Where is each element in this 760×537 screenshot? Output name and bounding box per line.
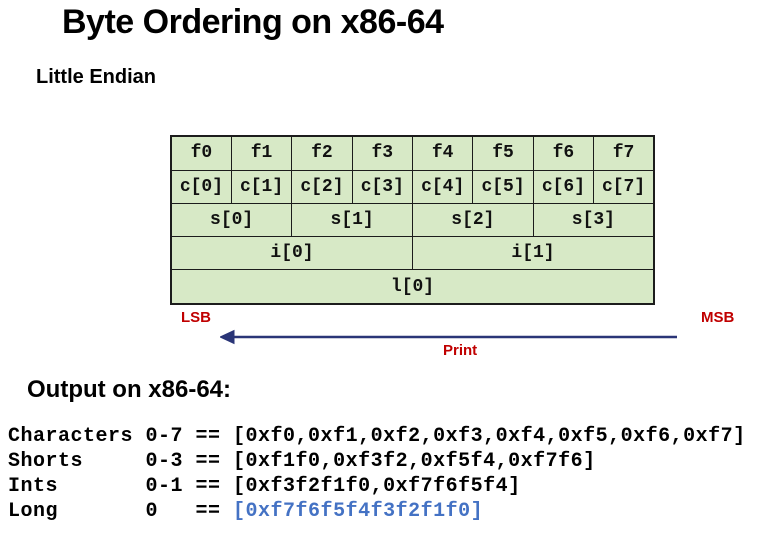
output-line-long: Long 0 == [0xf7f6f5f4f3f2f1f0] — [8, 499, 746, 524]
output-line-value: [0xf3f2f1f0,0xf7f6f5f4] — [233, 475, 521, 498]
memory-row-chars: c[0]c[1]c[2]c[3]c[4]c[5]c[6]c[7] — [170, 169, 655, 204]
output-line-label: Long 0 == — [8, 500, 234, 523]
memory-row-shorts: s[0]s[1]s[2]s[3] — [170, 202, 655, 238]
memory-cell-f2: f2 — [291, 135, 353, 171]
memory-cell-s2: s[2] — [412, 202, 534, 238]
memory-cell-f6: f6 — [532, 135, 595, 171]
page-title: Byte Ordering on x86-64 — [62, 3, 444, 41]
memory-cell-f4: f4 — [411, 135, 474, 171]
memory-cell-s3: s[3] — [532, 202, 655, 238]
memory-cell-c1: c[1] — [230, 169, 293, 204]
output-line-value: [0xf7f6f5f4f3f2f1f0] — [233, 500, 484, 523]
memory-cell-c5: c[5] — [472, 169, 534, 204]
memory-cell-f7: f7 — [593, 135, 655, 171]
memory-cell-c4: c[4] — [411, 169, 474, 204]
memory-row-long: l[0] — [170, 269, 655, 305]
output-line-characters: Characters 0-7 == [0xf0,0xf1,0xf2,0xf3,0… — [8, 424, 746, 449]
msb-label: MSB — [701, 309, 735, 326]
output-lines: Characters 0-7 == [0xf0,0xf1,0xf2,0xf3,0… — [8, 424, 746, 524]
output-line-label: Shorts 0-3 == — [8, 450, 234, 473]
output-line-ints: Ints 0-1 == [0xf3f2f1f0,0xf7f6f5f4] — [8, 474, 746, 499]
memory-cell-c6: c[6] — [532, 169, 595, 204]
memory-cell-f1: f1 — [230, 135, 293, 171]
memory-cell-c7: c[7] — [593, 169, 655, 204]
output-line-shorts: Shorts 0-3 == [0xf1f0,0xf3f2,0xf5f4,0xf7… — [8, 449, 746, 474]
memory-cell-f5: f5 — [472, 135, 534, 171]
arrow-head — [220, 329, 235, 345]
memory-cell-s0: s[0] — [170, 202, 293, 238]
memory-cell-s1: s[1] — [291, 202, 413, 238]
output-line-label: Ints 0-1 == — [8, 475, 234, 498]
output-heading: Output on x86-64: — [27, 376, 232, 403]
output-line-value: [0xf0,0xf1,0xf2,0xf3,0xf4,0xf5,0xf6,0xf7… — [233, 425, 746, 448]
output-line-label: Characters 0-7 == — [8, 425, 234, 448]
memory-cell-f3: f3 — [351, 135, 414, 171]
memory-cell-l0: l[0] — [170, 269, 655, 305]
output-line-value: [0xf1f0,0xf3f2,0xf5f4,0xf7f6] — [233, 450, 596, 473]
memory-cell-c3: c[3] — [351, 169, 414, 204]
memory-row-ints: i[0]i[1] — [170, 236, 655, 271]
print-direction-arrow-icon — [220, 329, 677, 345]
section-heading-little-endian: Little Endian — [36, 66, 156, 88]
memory-cell-i1: i[1] — [412, 236, 655, 271]
memory-cell-f0: f0 — [170, 135, 232, 171]
memory-cell-i0: i[0] — [170, 236, 413, 271]
memory-cell-c2: c[2] — [291, 169, 353, 204]
lsb-label: LSB — [181, 309, 211, 326]
memory-cell-c0: c[0] — [170, 169, 232, 204]
print-label: Print — [443, 342, 478, 359]
